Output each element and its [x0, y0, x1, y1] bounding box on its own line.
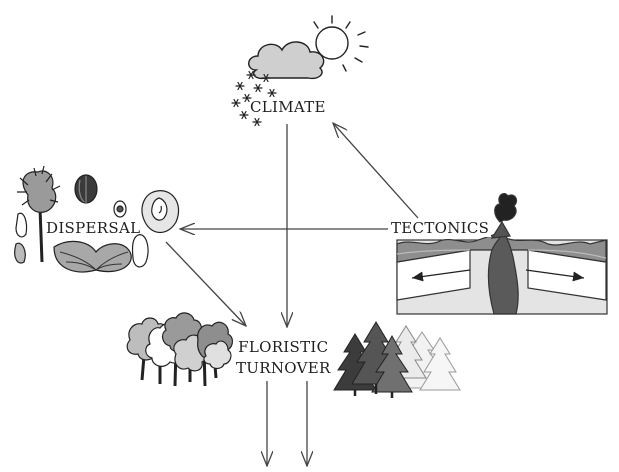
floristic-label-line1: FLORISTIC	[238, 338, 329, 356]
dispersal-label: DISPERSAL	[46, 219, 141, 237]
plate-volcano-icon	[396, 192, 608, 315]
sun-cloud-snow-icon	[231, 15, 369, 127]
climate-label: CLIMATE	[250, 98, 326, 116]
seeds-fruits-icon	[14, 165, 180, 273]
conifer-trees-icon	[333, 321, 461, 398]
arrow-tectonics-to-climate	[333, 123, 419, 219]
deciduous-trees-icon	[126, 312, 234, 387]
floristic-label-line2: TURNOVER	[236, 359, 331, 377]
tectonics-label: TECTONICS	[389, 219, 492, 237]
arrow-dispersal-to-floristic	[165, 241, 246, 326]
floristic-turnover-label: FLORISTIC TURNOVER	[234, 337, 333, 379]
